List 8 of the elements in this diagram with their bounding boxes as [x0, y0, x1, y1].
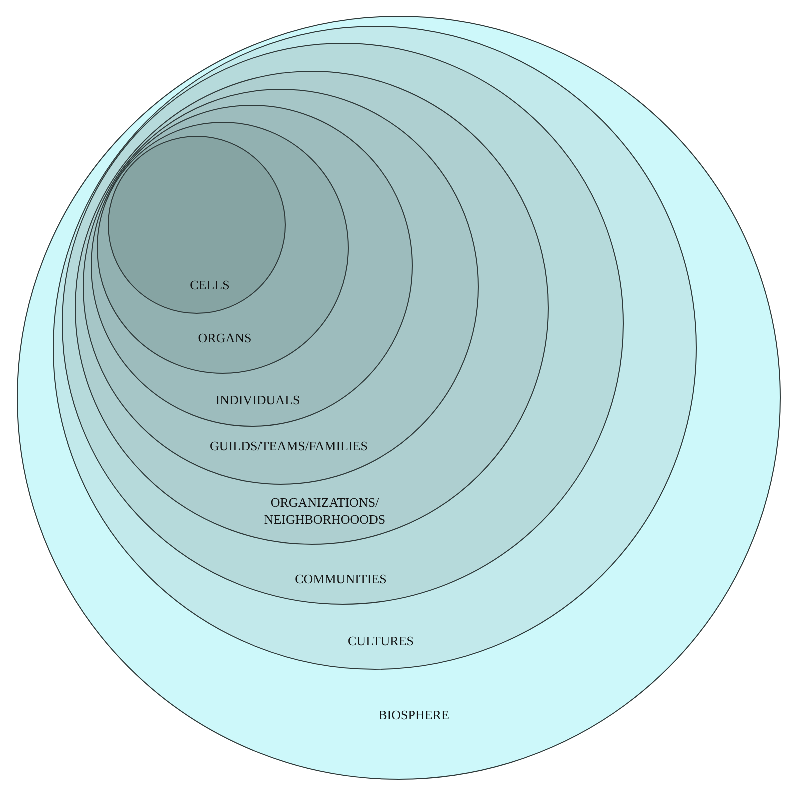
level-label: BIOSPHERE [378, 706, 450, 724]
level-label: COMMUNITIES [295, 570, 387, 588]
level-label: INDIVIDUALS [216, 392, 300, 408]
level-label: CELLS [190, 276, 230, 294]
level-label: ORGANS [198, 330, 252, 346]
level-label: CULTURES [348, 632, 414, 650]
level-label: ORGANIZATIONS/ NEIGHBORHOOODS [263, 494, 387, 528]
level-label: GUILDS/TEAMS/FAMILIES [210, 438, 368, 454]
